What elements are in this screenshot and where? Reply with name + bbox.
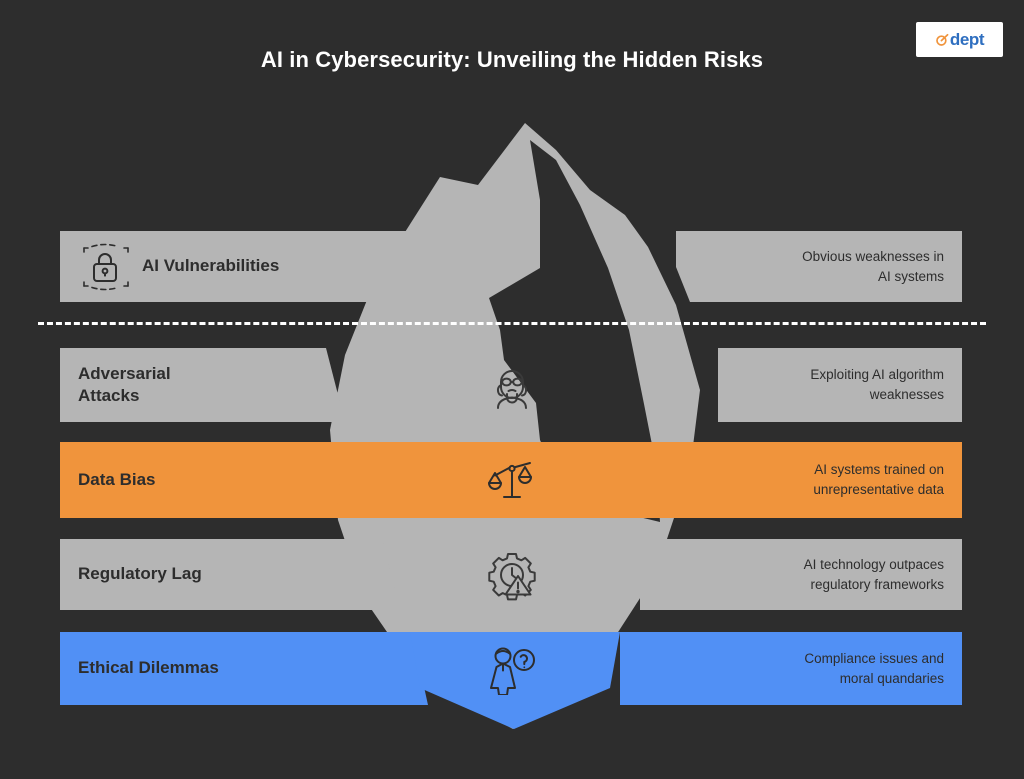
row-regulatory-lag-description: AI technology outpaces regulatory framew… bbox=[803, 556, 944, 592]
padlock-icon bbox=[78, 240, 132, 294]
row-adversarial-attacks-description: Exploiting AI algorithm weaknesses bbox=[810, 367, 944, 402]
row-ai-vulnerabilities-description: Obvious weaknesses in AI systems bbox=[802, 248, 944, 284]
row-regulatory-lag-left-shape bbox=[60, 539, 400, 610]
row-regulatory-lag-label: Regulatory Lag bbox=[78, 564, 202, 584]
row-data-bias-right-shape bbox=[688, 442, 962, 518]
row-ai-vulnerabilities-label: AI Vulnerabilities bbox=[142, 256, 280, 276]
dept-logo-wordmark: dept bbox=[949, 30, 985, 49]
row-ai-vulnerabilities-right-panel[interactable]: Obvious weaknesses in AI systems bbox=[676, 231, 962, 302]
row-ethical-dilemmas-label: Ethical Dilemmas bbox=[78, 658, 219, 678]
row-ethical-dilemmas-right-shape bbox=[620, 632, 962, 705]
masked-hacker-icon bbox=[485, 358, 539, 412]
gear-clock-warning-icon bbox=[485, 548, 539, 602]
row-data-bias-description: AI systems trained on unrepresentative d… bbox=[813, 462, 944, 497]
row-ai-vulnerabilities-left-shape bbox=[60, 231, 420, 302]
iceberg-shadow-facet bbox=[489, 140, 660, 522]
row-regulatory-lag-right-shape bbox=[640, 539, 962, 610]
row-data-bias-right-panel[interactable]: AI systems trained on unrepresentative d… bbox=[688, 442, 962, 518]
row-adversarial-attacks-right-shape bbox=[718, 348, 962, 422]
row-data-bias-left-shape bbox=[60, 442, 372, 518]
row-adversarial-attacks-right-panel[interactable]: Exploiting AI algorithm weaknesses bbox=[718, 348, 962, 422]
row-data-bias-left-panel[interactable]: Data Bias bbox=[60, 442, 360, 518]
row-ethical-dilemmas-left-shape bbox=[60, 632, 428, 705]
dept-logo-mark bbox=[935, 33, 949, 47]
dept-logo[interactable]: dept bbox=[916, 22, 1003, 57]
row-regulatory-lag-left-panel[interactable]: Regulatory Lag bbox=[60, 539, 390, 610]
row-regulatory-lag-right-panel[interactable]: AI technology outpaces regulatory framew… bbox=[640, 539, 962, 610]
row-ai-vulnerabilities-right-shape bbox=[676, 231, 962, 302]
row-adversarial-attacks-left-panel[interactable]: Adversarial Attacks bbox=[60, 348, 335, 422]
row-ethical-dilemmas-description: Compliance issues and moral quandaries bbox=[804, 650, 944, 686]
row-data-bias-label: Data Bias bbox=[78, 469, 156, 489]
unbalanced-scales-icon bbox=[485, 453, 539, 507]
row-ethical-dilemmas-left-panel[interactable]: Ethical Dilemmas bbox=[60, 632, 412, 705]
row-data-bias-center-band bbox=[336, 442, 696, 518]
waterline-divider bbox=[38, 322, 986, 325]
page-title: AI in Cybersecurity: Unveiling the Hidde… bbox=[260, 47, 764, 72]
row-adversarial-attacks-label: Adversarial Attacks bbox=[78, 363, 171, 405]
person-question-icon bbox=[485, 641, 539, 696]
row-ethical-dilemmas-right-panel[interactable]: Compliance issues and moral quandaries bbox=[620, 632, 962, 705]
row-adversarial-attacks-left-shape bbox=[60, 348, 345, 422]
row-ethical-dilemmas-center-band bbox=[410, 632, 620, 729]
row-ai-vulnerabilities-left-panel[interactable]: AI Vulnerabilities bbox=[60, 231, 420, 302]
